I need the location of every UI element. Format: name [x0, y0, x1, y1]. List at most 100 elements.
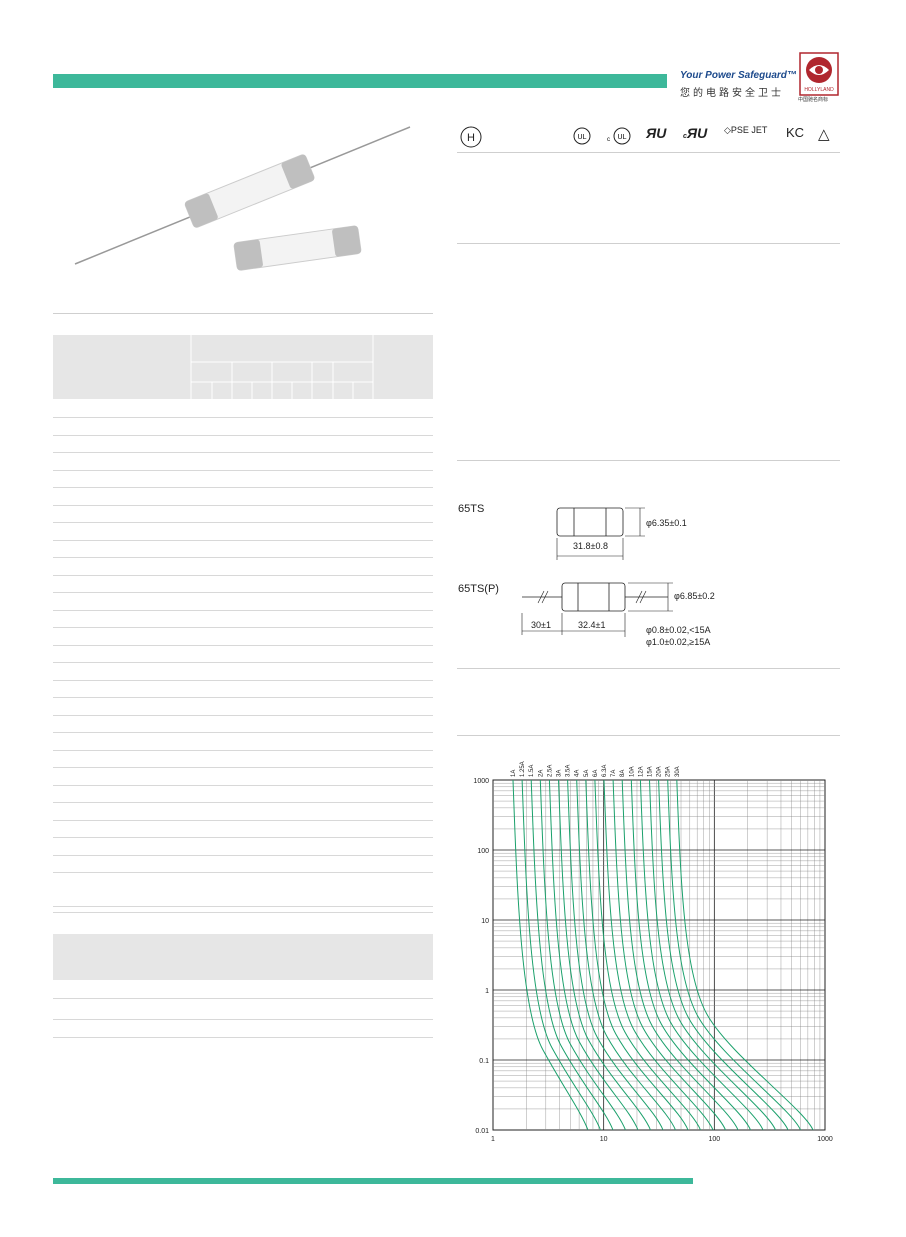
x-tick-label: 100: [708, 1136, 720, 1143]
fuse-curve: [639, 779, 764, 1131]
curve-label: 12A: [638, 766, 644, 777]
model-65ts-drawing: [556, 507, 645, 560]
cul-icon: c UL: [607, 127, 631, 145]
fuse-curve: [576, 779, 676, 1131]
header-bar: [53, 74, 667, 88]
y-tick-label: 0.01: [475, 1128, 489, 1135]
table-row-line: [53, 912, 433, 913]
fuse-curve: [521, 779, 601, 1131]
plot-area: [492, 779, 826, 1131]
model-65tsp-label: 65TS(P): [458, 583, 499, 595]
table-row-line: [53, 872, 433, 873]
y-tick-label: 1000: [473, 778, 489, 785]
table-top-line: [53, 313, 433, 314]
table-header-grid: [190, 335, 374, 399]
fuse-curve: [612, 779, 726, 1131]
table-row-line: [53, 469, 433, 471]
tagline: Your Power Safeguard™: [680, 70, 797, 81]
svg-text:c: c: [607, 137, 610, 143]
curve-label: 20A: [657, 766, 663, 777]
model-65tsp-drawing: [521, 582, 673, 637]
table-row-line: [53, 522, 433, 523]
y-tick-label: 10: [481, 918, 489, 925]
table-row-line: [53, 819, 433, 821]
tagline-cn: 您的电路安全卫士: [680, 88, 784, 99]
footer-bar: [53, 1178, 693, 1184]
lead-note-1: φ0.8±0.02,<15A: [646, 625, 711, 635]
curve-label: 30A: [675, 766, 681, 777]
model-65tsp-length: 32.4±1: [578, 620, 606, 630]
fuse-curve: [658, 779, 789, 1131]
curve-label: 5A: [584, 770, 590, 777]
curve-label: 2A: [538, 770, 544, 777]
ru-icon: ЯU: [646, 125, 667, 141]
y-tick-label: 100: [477, 848, 489, 855]
table-row-line: [53, 487, 433, 488]
h-mark-icon: H: [460, 126, 482, 148]
table-row-line: [53, 609, 433, 611]
table-row-line: [53, 837, 433, 838]
curve-label: 15A: [648, 766, 654, 777]
curve-label: 3.5A: [566, 765, 572, 777]
table2-header: [53, 934, 433, 980]
cru-icon: cЯU: [683, 125, 708, 141]
lead-note-2: φ1.0±0.02,≥15A: [646, 637, 711, 647]
fuse-curve: [621, 779, 739, 1131]
svg-text:UL: UL: [578, 134, 587, 141]
table-row-line: [53, 732, 433, 733]
model-65tsp-lead-length: 30±1: [531, 620, 551, 630]
curve-label: 10A: [629, 766, 635, 777]
table-header: [53, 335, 433, 399]
divider: [457, 152, 840, 153]
table-row-line: [53, 574, 433, 576]
x-tick-label: 10: [600, 1136, 608, 1143]
table-row-line: [53, 679, 433, 681]
pse-jet-icon: ◇PSE JET: [724, 125, 768, 135]
brand-subtitle: 中国驰名商标: [798, 97, 829, 103]
curve-label: 2.5A: [547, 765, 553, 777]
kc-icon: KC: [786, 125, 805, 140]
curve-label: 1.5A: [529, 765, 535, 777]
table-row-line: [53, 1037, 433, 1038]
table-row-line: [53, 906, 433, 907]
fuse-product-photo: [74, 126, 411, 271]
table-row-line: [53, 539, 433, 541]
fuse-curve: [585, 779, 689, 1131]
fuse-curve: [539, 779, 626, 1131]
divider: [457, 460, 840, 461]
table-row-line: [53, 452, 433, 453]
fuse-curve: [667, 779, 801, 1131]
fuse-curve: [603, 779, 714, 1131]
triangle-mark-icon: △: [818, 126, 830, 143]
x-tick-label: 1: [491, 1136, 495, 1143]
svg-text:HOLLYLAND: HOLLYLAND: [804, 87, 834, 93]
table-row-line: [53, 749, 433, 751]
fuse-curve: [548, 779, 639, 1131]
fuse-curve: [512, 779, 589, 1131]
curve-label: 8A: [620, 770, 626, 777]
table-row-line: [53, 1019, 433, 1020]
table-row-line: [53, 802, 433, 803]
table-row-line: [53, 417, 433, 418]
model-65tsp-diameter: φ6.85±0.2: [674, 591, 715, 601]
table-row-line: [53, 714, 433, 716]
curve-label: 4A: [575, 770, 581, 777]
table-row-line: [53, 784, 433, 786]
divider: [457, 735, 840, 736]
model-65ts-label: 65TS: [458, 503, 485, 515]
model-65ts-length: 31.8±0.8: [573, 541, 608, 551]
curve-label: 25A: [666, 766, 672, 777]
table-row-line: [53, 998, 433, 999]
curve-label: 3A: [557, 770, 563, 777]
svg-text:H: H: [467, 132, 475, 144]
curve-label: 1A: [511, 770, 517, 777]
table-row-line: [53, 557, 433, 558]
table-row-line: [53, 504, 433, 506]
table-row-line: [53, 662, 433, 663]
svg-text:UL: UL: [618, 134, 627, 141]
hollyland-logo-icon: HOLLYLAND: [799, 52, 839, 96]
curve-label: 1.25A: [520, 761, 526, 777]
ul-icon: UL: [573, 127, 591, 145]
fuse-curve: [530, 779, 614, 1131]
